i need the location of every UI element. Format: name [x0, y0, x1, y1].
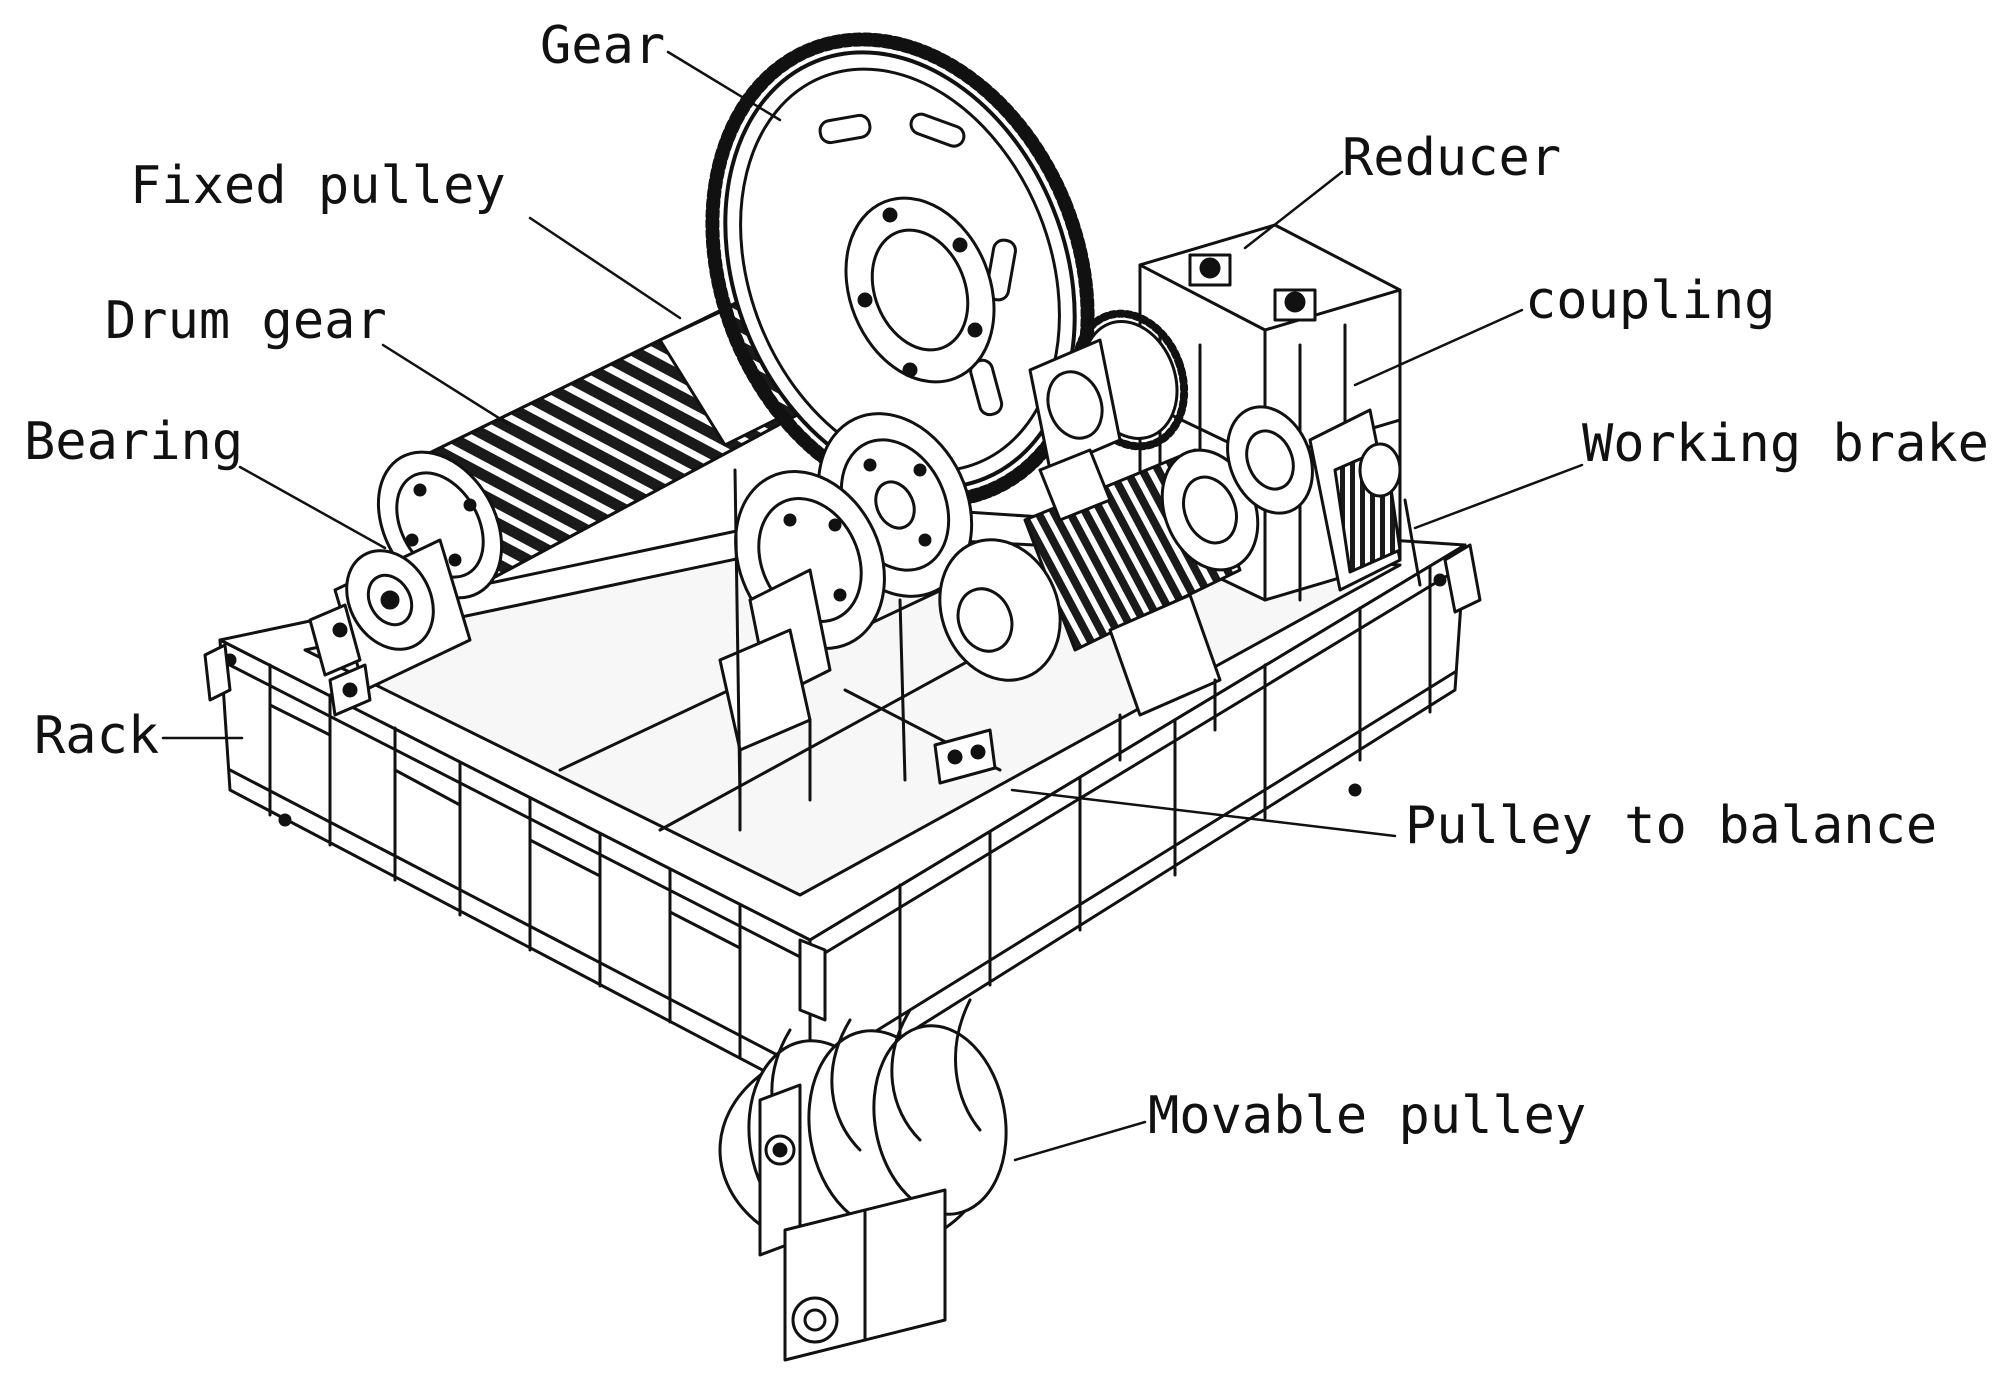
leader-drum-gear	[381, 343, 512, 427]
label-drum-gear: Drum gear	[105, 291, 387, 351]
label-bearing: Bearing	[24, 412, 244, 472]
leader-working-brake	[1413, 463, 1584, 530]
label-reducer: Reducer	[1342, 128, 1562, 188]
coupling	[1226, 405, 1314, 515]
label-working-brake: Working brake	[1582, 414, 1989, 474]
label-rack: Rack	[34, 706, 160, 766]
leader-bearing	[238, 465, 387, 550]
fixed-pulley-assembly	[718, 412, 974, 832]
label-pulley-to-balance: Pulley to balance	[1405, 796, 1938, 856]
movable-pulley	[718, 998, 1008, 1362]
label-coupling: coupling	[1525, 271, 1776, 331]
leader-fixed-pulley	[528, 216, 682, 320]
label-gear: Gear	[540, 16, 666, 76]
motor	[938, 448, 1260, 762]
label-fixed-pulley: Fixed pulley	[130, 156, 506, 216]
gear	[705, 32, 1095, 508]
label-movable-pulley: Movable pulley	[1148, 1086, 1587, 1146]
leader-movable-pulley	[1013, 1120, 1147, 1162]
balance-pulley-marker	[933, 728, 997, 785]
bearing-left	[308, 538, 472, 717]
leader-gear	[666, 50, 782, 122]
leader-reducer	[1243, 170, 1344, 250]
leader-coupling	[1353, 308, 1524, 387]
leader-pulley-to-balance	[1010, 788, 1397, 838]
working-brake	[1298, 408, 1422, 602]
leader-lines	[161, 50, 1584, 1162]
